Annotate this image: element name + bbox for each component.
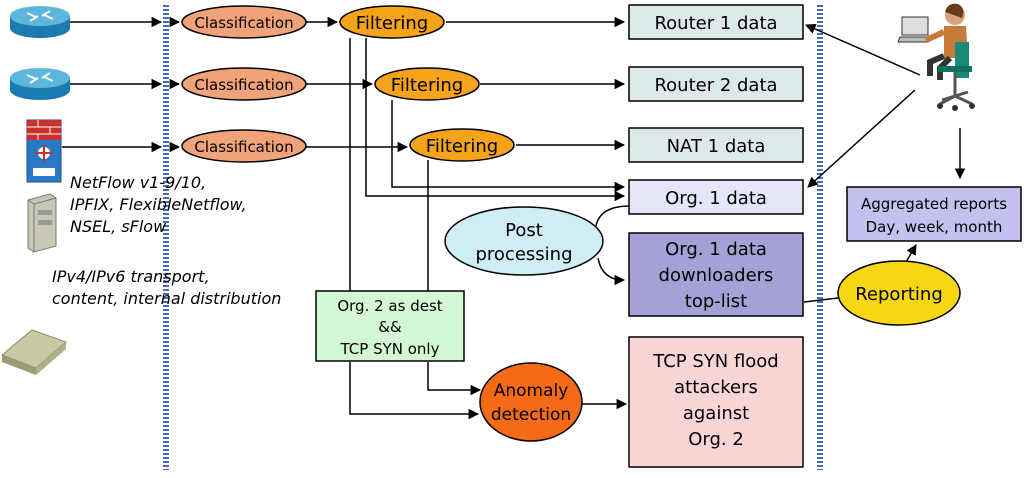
post-processing-node: Post processing bbox=[444, 206, 604, 276]
filtering-node-1: Filtering bbox=[339, 5, 445, 39]
org2-filter-box: Org. 2 as dest && TCP SYN only bbox=[315, 290, 465, 362]
firewall-icon bbox=[26, 119, 62, 183]
aggregated-line-1: Aggregated reports bbox=[861, 195, 1007, 213]
aggregated-reports-box: Aggregated reports Day, week, month bbox=[846, 186, 1022, 242]
classification-label: Classification bbox=[194, 76, 293, 94]
anomaly-line-2: detection bbox=[491, 405, 571, 425]
classification-label: Classification bbox=[194, 138, 293, 156]
storage-router1: Router 1 data bbox=[628, 4, 804, 40]
attackers-line-4: Org. 2 bbox=[688, 429, 744, 450]
post-processing-line-2: processing bbox=[475, 244, 572, 265]
classification-node-3: Classification bbox=[181, 129, 307, 163]
toplist-line-2: downloaders bbox=[659, 265, 774, 286]
filtering-label: Filtering bbox=[426, 136, 498, 157]
filtering-node-2: Filtering bbox=[374, 67, 480, 101]
post-processing-line-1: Post bbox=[505, 220, 543, 241]
storage-nat1: NAT 1 data bbox=[628, 127, 804, 163]
anomaly-detection-node: Anomaly detection bbox=[479, 362, 583, 442]
storage-router2: Router 2 data bbox=[628, 66, 804, 102]
aggregated-line-2: Day, week, month bbox=[866, 218, 1003, 236]
router-icon bbox=[10, 6, 70, 38]
disk-icon bbox=[1, 329, 67, 375]
org2-filter-line-2: && bbox=[378, 318, 402, 336]
org2-filter-line-3: TCP SYN only bbox=[340, 340, 440, 358]
reporting-node: Reporting bbox=[837, 260, 961, 326]
router-icon bbox=[10, 68, 70, 100]
storage-label: Org. 1 data bbox=[665, 188, 767, 209]
protocols-line-3: NSEL, sFlow bbox=[70, 217, 167, 236]
attackers-line-2: attackers bbox=[674, 377, 758, 398]
storage-label: NAT 1 data bbox=[667, 136, 766, 157]
storage-label: Router 1 data bbox=[654, 13, 777, 34]
org2-filter-line-1: Org. 2 as dest bbox=[337, 297, 442, 315]
user-at-computer-icon bbox=[897, 3, 975, 111]
reporting-label: Reporting bbox=[855, 284, 943, 305]
classification-node-1: Classification bbox=[181, 5, 307, 39]
protocols-line-2: IPFIX, FlexibleNetflow, bbox=[70, 195, 247, 214]
classification-node-2: Classification bbox=[181, 67, 307, 101]
toplist-line-3: top-list bbox=[685, 291, 747, 312]
toplist-box: Org. 1 data downloaders top-list bbox=[628, 232, 804, 317]
storage-org1: Org. 1 data bbox=[628, 179, 804, 215]
filtering-label: Filtering bbox=[356, 13, 428, 34]
transport-line-1: IPv4/IPv6 transport, bbox=[52, 267, 210, 286]
toplist-line-1: Org. 1 data bbox=[665, 239, 767, 260]
attackers-box: TCP SYN flood attackers against Org. 2 bbox=[628, 336, 804, 468]
filtering-label: Filtering bbox=[391, 75, 463, 96]
anomaly-line-1: Anomaly bbox=[494, 381, 569, 401]
attackers-line-1: TCP SYN flood bbox=[652, 351, 778, 372]
storage-label: Router 2 data bbox=[654, 75, 777, 96]
filtering-node-3: Filtering bbox=[409, 128, 515, 162]
server-icon bbox=[27, 193, 57, 253]
attackers-line-3: against bbox=[683, 403, 749, 424]
transport-line-2: content, internal distribution bbox=[52, 289, 281, 308]
protocols-line-1: NetFlow v1-9/10, bbox=[70, 173, 206, 192]
classification-label: Classification bbox=[194, 14, 293, 32]
